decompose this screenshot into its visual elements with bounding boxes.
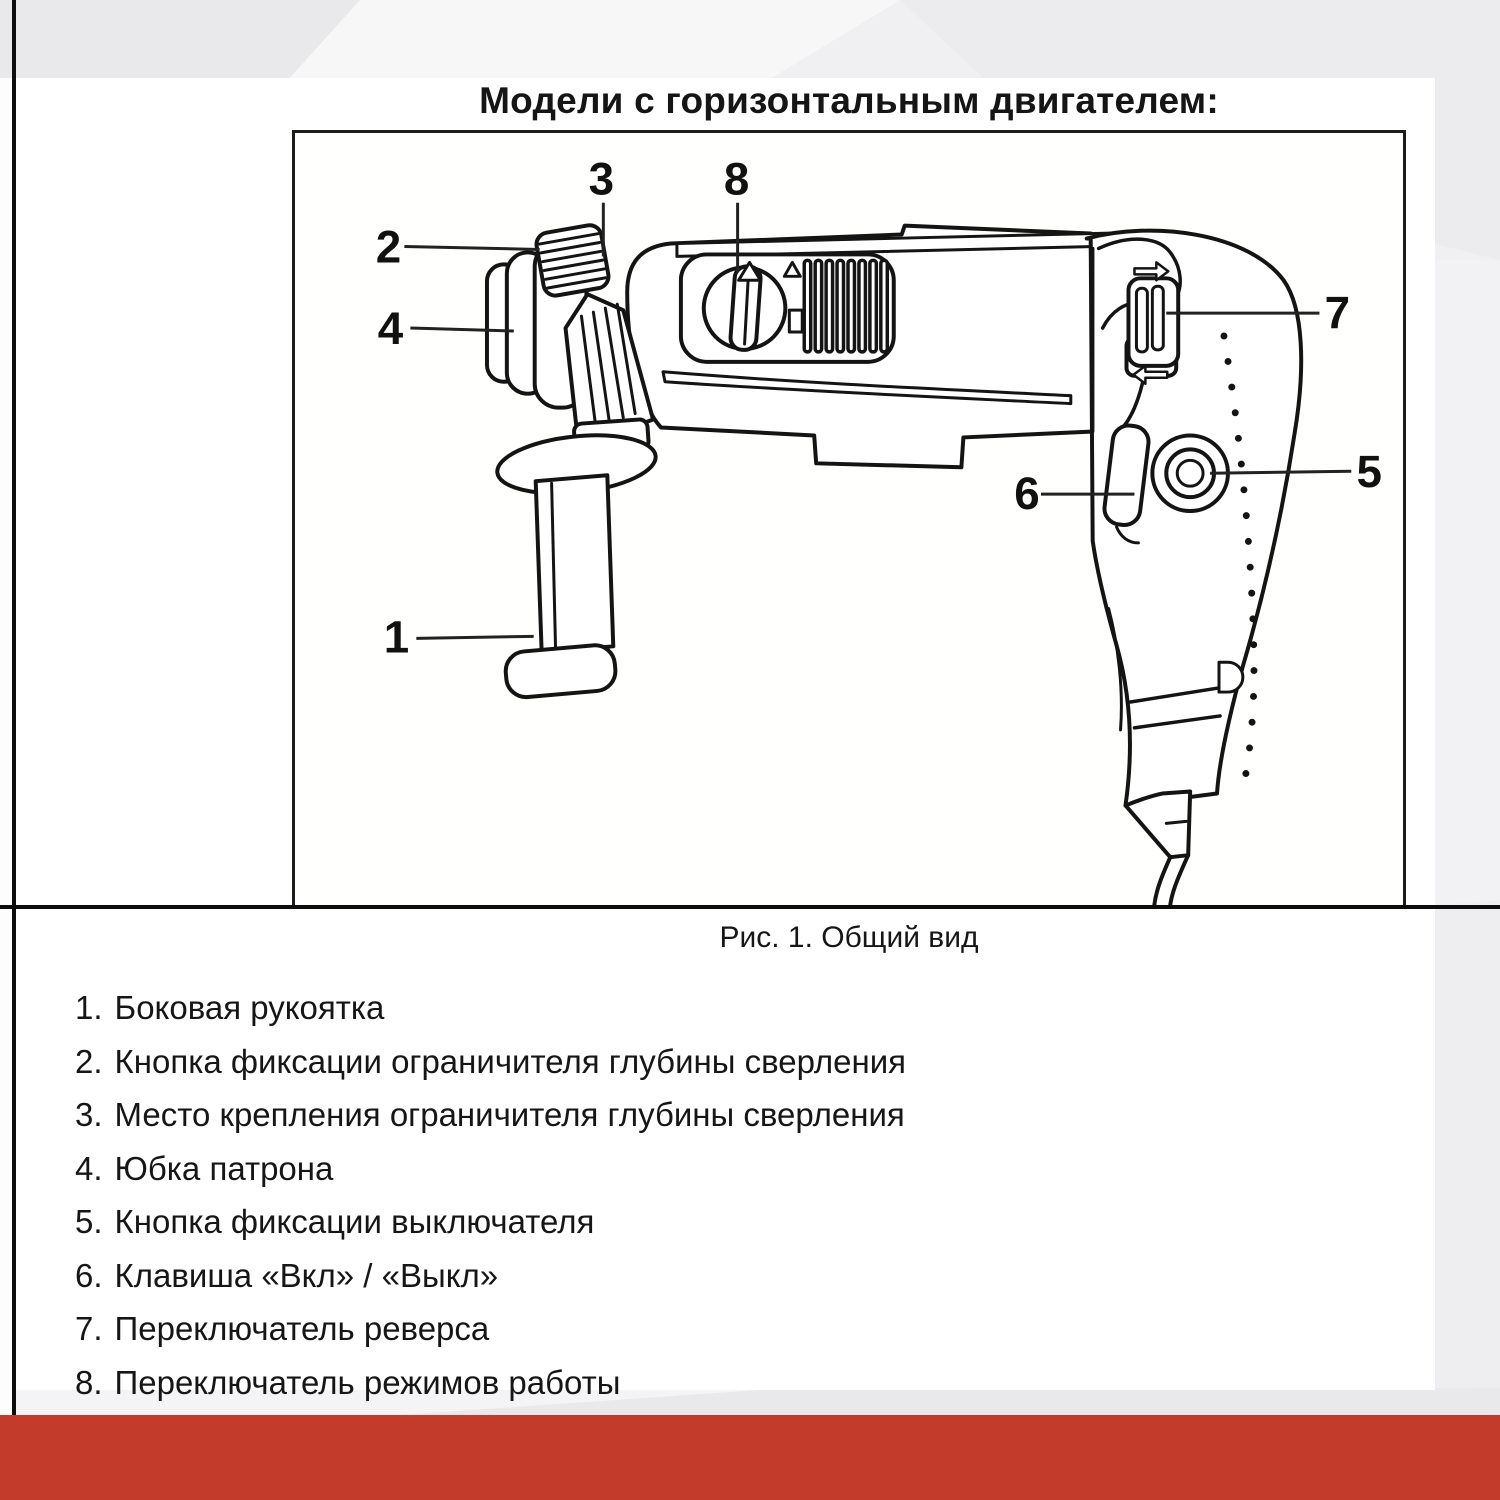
side-handle [495,433,658,700]
left-vertical-rule [12,0,16,1415]
drill-diagram: 1 2 3 4 5 6 7 8 [376,154,1382,905]
callout-1-label: 1 [384,611,409,662]
part-label: Боковая рукоятка [114,989,385,1026]
part-label: Клавиша «Вкл» / «Выкл» [114,1256,499,1294]
part-label: Переключатель реверса [114,1310,490,1347]
part-number: 3. [75,1096,103,1133]
part-label: Кнопка фиксации выключателя [114,1203,595,1240]
depth-stop-knob [534,223,611,298]
handle-cap-detail [1217,660,1245,694]
callout-leaders [404,202,1352,640]
cable-lines [1152,853,1191,905]
parts-list-item: 5. Кнопка фиксации выключателя [75,1195,1325,1249]
handle-dotted-seam [1220,332,1258,784]
mode-marker-triangle-small [782,260,802,278]
parts-list-item: 2. Кнопка фиксации ограничителя глубины с… [75,1035,1325,1089]
part-number: 6. [75,1256,103,1294]
callout-7-label: 7 [1325,287,1350,338]
parts-list-item: 6. Клавиша «Вкл» / «Выкл» [75,1249,1325,1303]
callout-5-label: 5 [1356,446,1381,497]
callout-4-leader [410,326,514,333]
part-label: Переключатель режимов работы [114,1363,621,1401]
parts-list-item: 4. Юбка патрона [75,1142,1325,1196]
reverse-switch [1124,261,1181,385]
parts-list: 1. Боковая рукоятка 2. Кнопка фиксации огр… [75,981,1325,1409]
mode-marker-triangle [737,260,762,282]
footer-red-bar [0,1415,1500,1500]
page-title: Модели с горизонтальным двигателем: [479,80,1219,121]
callout-5-leader [1210,469,1352,475]
part-number: 4. [75,1149,103,1187]
lower-seam-blade [661,370,1073,406]
part-number: 1. [75,989,103,1026]
part-number: 5. [75,1203,103,1240]
horizontal-rule [0,905,1500,909]
reverse-arrow-icon [1132,364,1169,385]
figure-box: 1 2 3 4 5 6 7 8 [292,130,1406,908]
part-number: 2. [75,1042,103,1080]
callout-2-label: 2 [376,221,401,272]
callout-numbers: 1 2 3 4 5 6 7 8 [376,154,1382,663]
callout-8-label: 8 [724,154,749,205]
callout-3-label: 3 [589,154,614,205]
left-margin-strip [0,78,12,1415]
handle-bottom-seams [1128,686,1222,730]
parts-list-item: 1. Боковая рукоятка [75,981,1325,1035]
part-label: Юбка патрона [114,1149,334,1187]
part-label: Кнопка фиксации ограничителя глубины све… [114,1042,906,1080]
lock-button [1150,433,1230,514]
side-handle-grip [533,473,616,655]
vent-grille [802,258,890,354]
part-number: 7. [75,1310,103,1347]
parts-list-item: 7. Переключатель реверса [75,1302,1325,1356]
power-cable [1123,789,1193,905]
strain-relief [1123,789,1193,860]
callout-1-leader [416,634,534,640]
forward-arrow-icon [1133,261,1170,282]
part-number: 8. [75,1363,103,1401]
parts-list-item: 8. Переключатель режимов работы [75,1356,1325,1410]
parts-list-item: 3. Место крепления ограничителя глубины с… [75,1088,1325,1142]
callout-4-label: 4 [378,303,404,354]
figure-caption: Рис. 1. Общий вид [719,921,979,954]
side-handle-end-cap [503,643,618,700]
callout-2-leader [404,244,540,251]
trigger [1102,423,1151,545]
part-label: Место крепления ограничителя глубины све… [114,1096,905,1133]
callout-6-label: 6 [1014,468,1039,519]
grip-inner-line [1107,607,1123,732]
